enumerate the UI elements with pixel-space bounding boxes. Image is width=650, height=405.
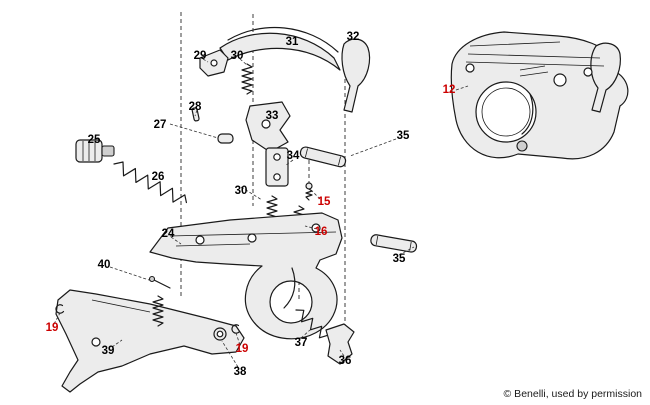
part-label-32: 32: [346, 31, 360, 43]
part-28-pin: [191, 107, 200, 122]
part-label-34: 34: [286, 150, 300, 162]
part-label-29: 29: [193, 50, 207, 62]
part-label-15: 15: [317, 196, 331, 208]
part-label-31: 31: [285, 36, 299, 48]
part-label-27: 27: [153, 119, 167, 131]
part-19-ring-left: [55, 304, 65, 314]
part-31-carrier-arm: [219, 26, 341, 71]
part-38-bushing: [213, 327, 227, 341]
part-label-30-lower: 30: [234, 185, 248, 197]
part-label-36: 36: [338, 355, 352, 367]
part-30-spring-top: [241, 63, 253, 95]
part-label-12: 12: [442, 84, 456, 96]
part-label-38: 38: [233, 366, 247, 378]
part-19-ring-right: [231, 324, 241, 334]
part-label-39: 39: [101, 345, 115, 357]
part-label-16: 16: [314, 226, 328, 238]
leader-lines: [53, 58, 469, 368]
part-39-plate: [55, 289, 245, 393]
part-label-24: 24: [161, 228, 175, 240]
part-label-25: 25: [87, 134, 101, 146]
part-35-pin-upper: [299, 146, 347, 168]
part-label-35-lower: 35: [392, 253, 406, 265]
part-29-bracket: [199, 49, 229, 77]
part-40-pin: [148, 275, 171, 289]
part-36-bracket: [325, 323, 355, 365]
part-label-19-left: 19: [45, 322, 59, 334]
assembled-trigger-group: [450, 31, 629, 160]
part-label-37: 37: [294, 337, 308, 349]
part-label-19-right: 19: [235, 343, 249, 355]
part-34-plate: [265, 147, 289, 187]
attribution-text: © Benelli, used by permission: [503, 388, 642, 400]
part-27-bushing: [217, 133, 234, 144]
part-label-40: 40: [97, 259, 111, 271]
part-label-26: 26: [151, 171, 165, 183]
part-label-33: 33: [265, 110, 279, 122]
part-label-30-top: 30: [230, 50, 244, 62]
part-24-trigger-housing: [149, 212, 343, 340]
part-35-pin-lower: [370, 234, 418, 253]
part-37-spring: [295, 309, 332, 342]
part-33-hammer: [245, 101, 291, 153]
part-26-spring: [113, 161, 188, 204]
part-25-cap: [75, 139, 115, 163]
part-label-35-upper: 35: [396, 130, 410, 142]
part-15-detent: [305, 182, 313, 201]
part-32-hook-lever: [341, 38, 371, 113]
part-label-28: 28: [188, 101, 202, 113]
